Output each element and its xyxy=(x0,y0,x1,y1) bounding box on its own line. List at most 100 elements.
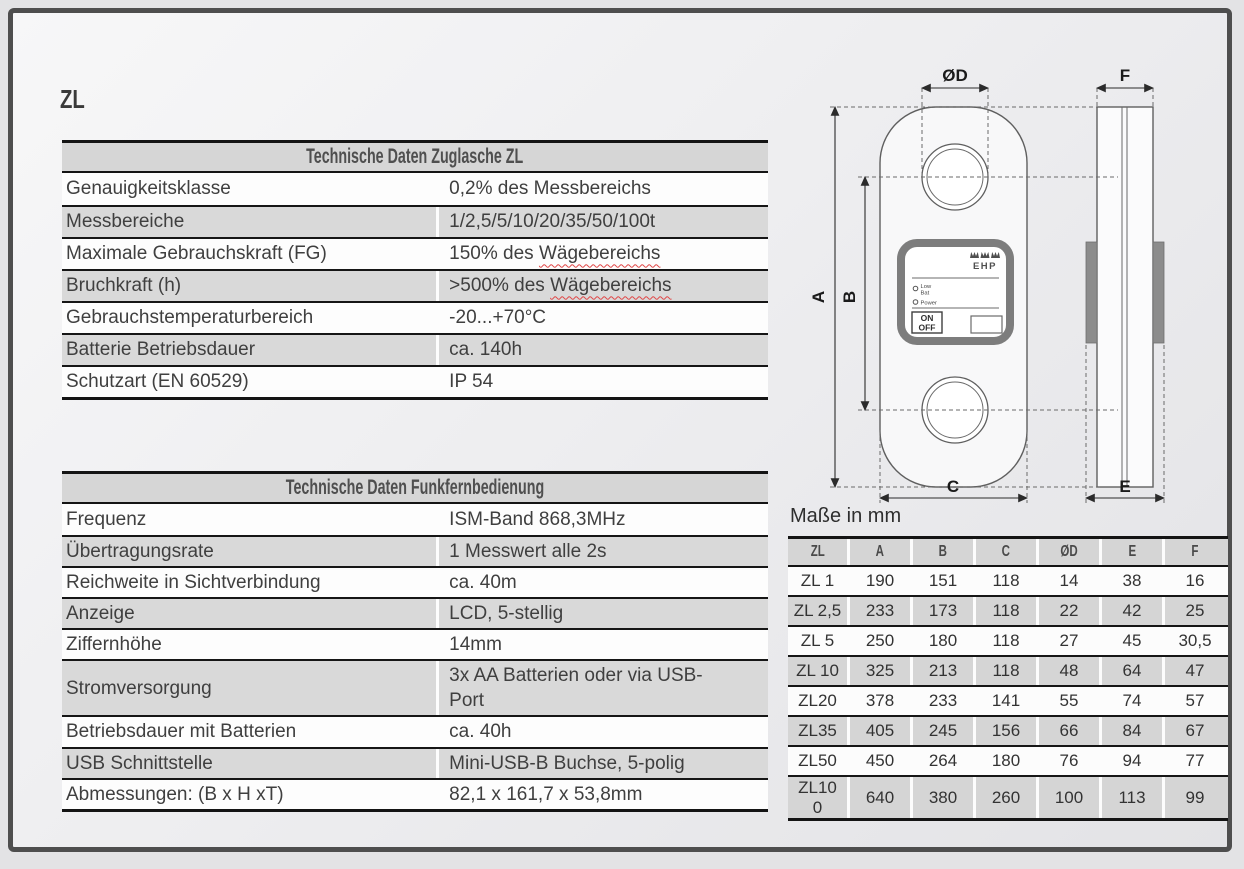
side-view xyxy=(1085,106,1165,488)
spec-label: Übertragungsrate xyxy=(66,541,214,562)
dimensions-table-header: ZL A B C ØD E F xyxy=(788,536,1228,567)
model-cell: ZL20 xyxy=(788,687,850,715)
spec-label: Betriebsdauer mit Batterien xyxy=(66,721,297,743)
column-header: B xyxy=(938,543,948,560)
spec-value: ca. 140h xyxy=(436,335,768,365)
dim-label-diameter: ØD xyxy=(942,66,968,85)
spec-value: 82,1 x 161,7 x 53,8mm xyxy=(436,779,768,809)
model-cell: ZL 5 xyxy=(788,627,850,655)
dimension-lines xyxy=(830,83,1166,503)
model-cell: ZL50 xyxy=(788,747,850,775)
dim-label-f: F xyxy=(1120,66,1130,85)
spec-label: USB Schnittstelle xyxy=(66,752,213,774)
table-row: Gebrauchstemperaturbereich -20...+70°C xyxy=(62,301,768,333)
svg-text:Power: Power xyxy=(921,301,938,307)
table-row: ZL 10 325 213 118 48 64 47 xyxy=(788,655,1228,685)
column-header: F xyxy=(1191,543,1199,560)
table-row: ZL100 640 380 260 100 113 99 xyxy=(788,775,1228,819)
model-cell: ZL 1 xyxy=(788,567,850,595)
ehp-logo: EHP xyxy=(970,252,1000,272)
spec-table-zuglasche-header: Technische Daten Zuglasche ZL xyxy=(62,140,768,173)
spec-label: Ziffernhöhe xyxy=(66,634,162,656)
model-cell: ZL35 xyxy=(788,717,850,745)
table-row: ZL 1 190 151 118 14 38 16 xyxy=(788,567,1228,595)
units-note: Maße in mm xyxy=(790,505,902,527)
column-header: C xyxy=(1001,543,1011,560)
table-row: Ziffernhöhe 14mm xyxy=(62,628,768,660)
svg-text:OFF: OFF xyxy=(919,323,936,333)
spec-value: 150% des Wägebereichs xyxy=(436,239,768,269)
clamp-block-left xyxy=(1085,241,1098,344)
table-row: ZL 5 250 180 118 27 45 30,5 xyxy=(788,625,1228,655)
spec-value: LCD, 5-stellig xyxy=(436,599,768,629)
table-row: Betriebsdauer mit Batterien ca. 40h xyxy=(62,715,768,747)
spec-label: Genauigkeitsklasse xyxy=(66,178,231,200)
spec-value: ISM-Band 868,3MHz xyxy=(436,504,768,535)
spec-value: -20...+70°C xyxy=(436,303,768,333)
table-row: Stromversorgung 3x AA Batterien oder via… xyxy=(62,659,768,716)
table-row: Messbereiche 1/2,5/5/10/20/35/50/100t xyxy=(62,205,768,237)
spec-label: Frequenz xyxy=(66,508,147,530)
spec-value: ca. 40m xyxy=(436,568,768,598)
dim-label-c: C xyxy=(947,477,959,496)
spec-value: ca. 40h xyxy=(436,717,768,747)
table-row: Übertragungsrate 1 Messwert alle 2s xyxy=(62,535,768,567)
spec-table-remote-body: Frequenz ISM-Band 868,3MHz Übertragungsr… xyxy=(62,504,768,812)
dim-label-a: A xyxy=(809,291,828,303)
svg-text:ON: ON xyxy=(921,313,934,323)
misspelled-word: Wägebereichs xyxy=(538,243,661,265)
misspelled-word: Wägebereichs xyxy=(550,275,672,297)
spec-value: 1 Messwert alle 2s xyxy=(436,537,768,567)
spec-label: Messbereiche xyxy=(66,211,185,233)
spec-label: Gebrauchstemperaturbereich xyxy=(66,307,314,329)
dimension-labels: ØD F A B C E xyxy=(809,66,1131,496)
table-row: ZL 2,5 233 173 118 22 42 25 xyxy=(788,595,1228,625)
spec-table-remote-header: Technische Daten Funkfernbedienung xyxy=(62,471,768,504)
low-bat-indicator: Low Bat xyxy=(912,284,932,297)
table-row: Maximale Gebrauchskraft (FG) 150% des Wä… xyxy=(62,237,768,269)
spec-value: IP 54 xyxy=(436,367,768,397)
table-row: Frequenz ISM-Band 868,3MHz xyxy=(62,504,768,535)
technical-drawing: EHP Low Bat Power ON OFF xyxy=(809,66,1166,503)
spec-table-zuglasche-title: Technische Daten Zuglasche ZL xyxy=(306,145,524,168)
spec-value: 1/2,5/5/10/20/35/50/100t xyxy=(436,207,768,237)
column-header: ZL xyxy=(810,543,825,560)
model-cell: ZL100 xyxy=(788,777,850,819)
table-row: ZL35 405 245 156 66 84 67 xyxy=(788,715,1228,745)
spec-label: Schutzart (EN 60529) xyxy=(66,371,249,393)
brand-text: EHP xyxy=(973,261,997,272)
dimensions-table: ZL A B C ØD E F ZL 1 190 151 118 14 38 1… xyxy=(788,536,1228,822)
spec-table-remote: Technische Daten Funkfernbedienung Frequ… xyxy=(62,471,768,812)
page-title: ZL xyxy=(60,84,85,114)
spec-label: Bruchkraft (h) xyxy=(66,275,182,297)
dim-label-e: E xyxy=(1119,477,1130,496)
spec-value: 0,2% des Messbereichs xyxy=(436,173,768,205)
spec-label: Anzeige xyxy=(66,603,135,625)
table-row: Anzeige LCD, 5-stellig xyxy=(62,597,768,629)
spec-label: Batterie Betriebsdauer xyxy=(66,339,256,361)
spec-label: Abmessungen: (B x H xT) xyxy=(66,783,284,805)
svg-text:Bat: Bat xyxy=(921,291,930,297)
table-row: USB Schnittstelle Mini-USB-B Buchse, 5-p… xyxy=(62,746,768,778)
table-row: Abmessungen: (B x H xT) 82,1 x 161,7 x 5… xyxy=(62,777,768,809)
spec-value: >500% des Wägebereichs xyxy=(436,271,768,301)
spec-label: Maximale Gebrauchskraft (FG) xyxy=(66,243,327,265)
model-cell: ZL 10 xyxy=(788,657,850,685)
connector-port xyxy=(970,315,1003,334)
low-bat-led-icon xyxy=(912,285,919,292)
dim-label-b: B xyxy=(840,291,859,303)
table-row: Bruchkraft (h) >500% des Wägebereichs xyxy=(62,269,768,301)
table-row: Schutzart (EN 60529) IP 54 xyxy=(62,365,768,397)
table-row: ZL20 378 233 141 55 74 57 xyxy=(788,685,1228,715)
spec-table-zuglasche: Technische Daten Zuglasche ZL Genauigkei… xyxy=(62,140,768,400)
spec-value: Mini-USB-B Buchse, 5-polig xyxy=(436,748,768,778)
column-header: ØD xyxy=(1060,543,1078,560)
table-row: Batterie Betriebsdauer ca. 140h xyxy=(62,333,768,365)
power-indicator: Power xyxy=(912,299,938,307)
column-header: A xyxy=(875,543,885,560)
table-row: ZL50 450 264 180 76 94 77 xyxy=(788,745,1228,775)
dimensions-table-body: ZL 1 190 151 118 14 38 16 ZL 2,5 233 173… xyxy=(788,567,1228,822)
table-row: Genauigkeitsklasse 0,2% des Messbereichs xyxy=(62,173,768,205)
power-led-icon xyxy=(912,299,919,305)
spec-value: 3x AA Batterien oder via USB-Port xyxy=(436,661,768,716)
